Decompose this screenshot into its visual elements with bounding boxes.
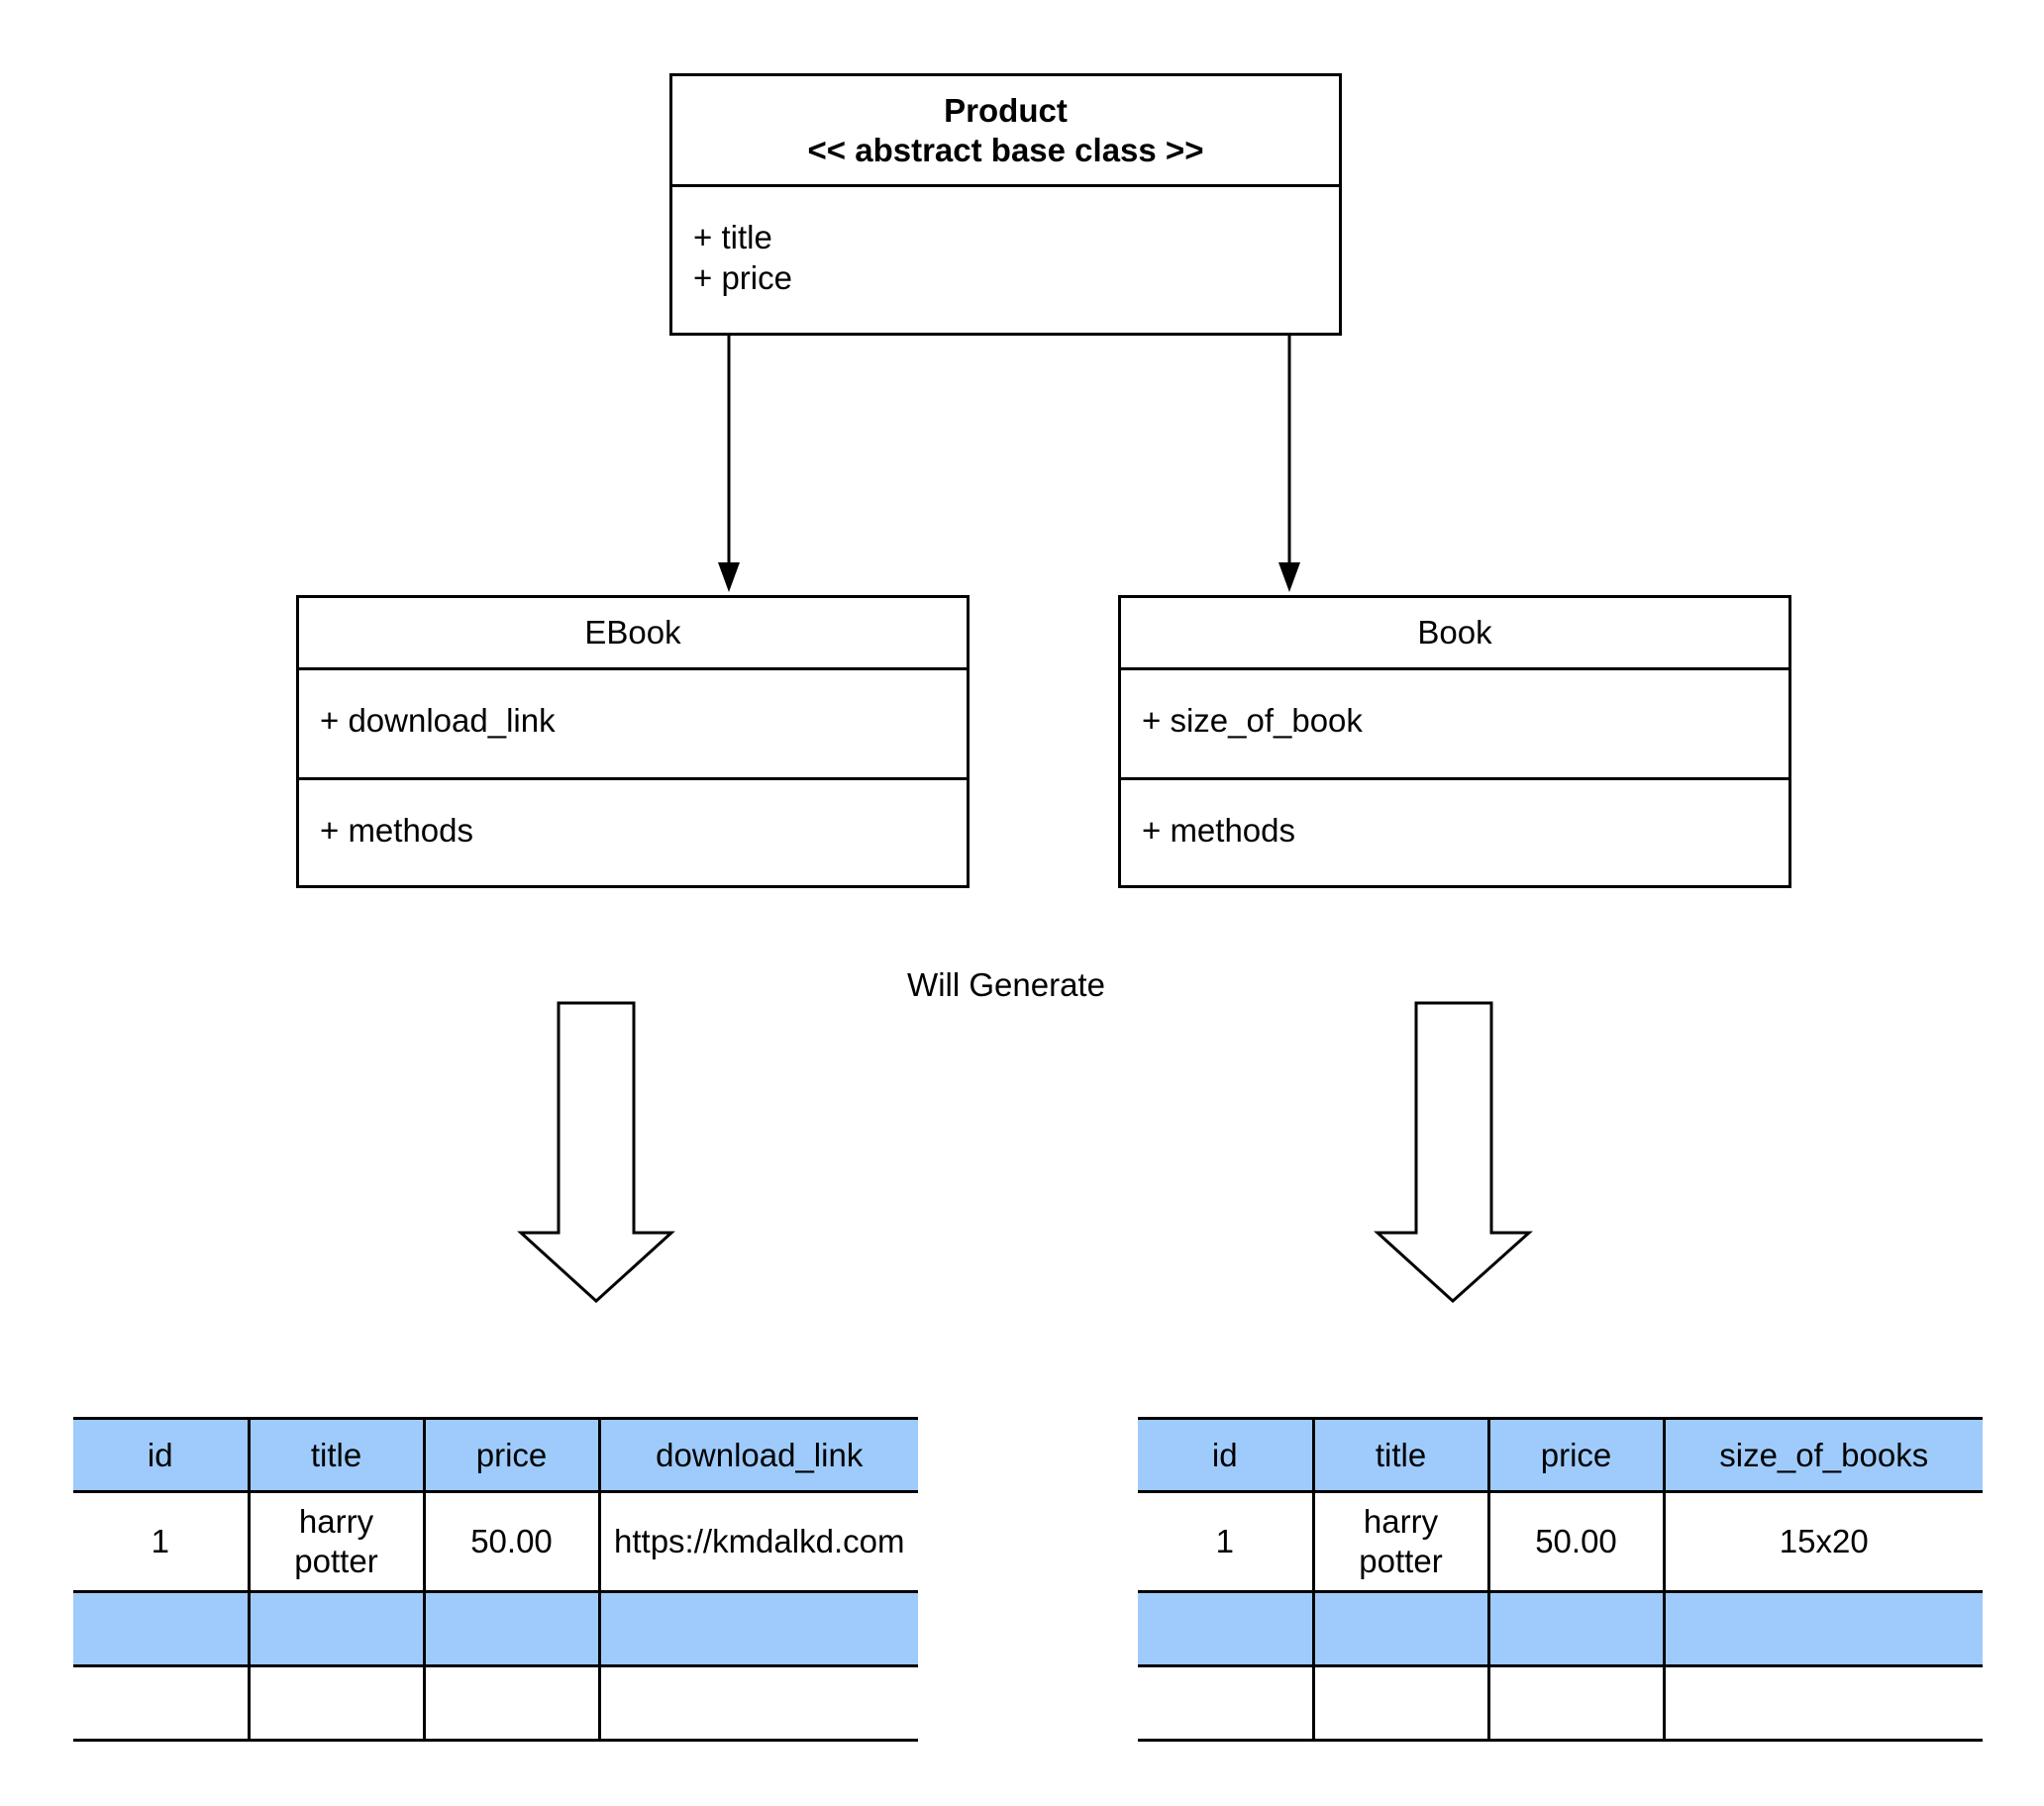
book-col-price: price xyxy=(1486,1417,1666,1493)
ebook-empty-cell xyxy=(247,1664,426,1742)
book-empty-cell xyxy=(1662,1664,1983,1742)
ebook-table-header-row: id title price download_link xyxy=(73,1417,918,1493)
generate-arrow-book xyxy=(1374,1001,1533,1304)
book-col-title: title xyxy=(1311,1417,1490,1493)
inheritance-arrow-ebook xyxy=(718,335,740,592)
table-row: 1 harry potter 50.00 https://kmdalkd.com xyxy=(73,1490,918,1593)
ebook-cell-title: harry potter xyxy=(247,1490,426,1593)
product-class-stereotype: << abstract base class >> xyxy=(807,131,1204,168)
book-cell-size-of-books: 15x20 xyxy=(1662,1490,1983,1593)
ebook-class-name: EBook xyxy=(584,614,681,651)
book-cell-id: 1 xyxy=(1138,1490,1315,1593)
ebook-col-id: id xyxy=(73,1417,251,1493)
ebook-empty-cell xyxy=(73,1590,251,1667)
generate-arrow-ebook xyxy=(517,1001,675,1304)
ebook-methods: + methods xyxy=(299,777,967,885)
book-col-id: id xyxy=(1138,1417,1315,1493)
book-empty-cell xyxy=(1311,1590,1490,1667)
product-class-box: Product << abstract base class >> + titl… xyxy=(669,73,1342,336)
book-table-header-row: id title price size_of_books xyxy=(1138,1417,1983,1493)
ebook-table: id title price download_link 1 harry pot… xyxy=(73,1417,918,1742)
ebook-empty-cell xyxy=(422,1664,601,1742)
book-table: id title price size_of_books 1 harry pot… xyxy=(1138,1417,1983,1742)
product-attribute-title: + title xyxy=(693,219,772,255)
ebook-methods-label: + methods xyxy=(320,812,474,849)
product-attributes: + title + price xyxy=(672,184,1339,333)
book-attribute-size-of-book: + size_of_book xyxy=(1142,702,1363,739)
ebook-cell-download-link: https://kmdalkd.com xyxy=(597,1490,918,1593)
book-cell-price: 50.00 xyxy=(1486,1490,1666,1593)
inheritance-arrow-book xyxy=(1278,335,1300,592)
will-generate-caption: Will Generate xyxy=(907,966,1105,1003)
book-col-size-of-books: size_of_books xyxy=(1662,1417,1983,1493)
book-cell-title: harry potter xyxy=(1311,1490,1490,1593)
ebook-attributes: + download_link xyxy=(299,667,967,777)
book-class-header: Book xyxy=(1121,598,1788,667)
ebook-cell-price: 50.00 xyxy=(422,1490,601,1593)
book-class-box: Book + size_of_book + methods xyxy=(1118,595,1791,888)
product-class-name: Product xyxy=(944,91,1068,129)
ebook-class-header: EBook xyxy=(299,598,967,667)
ebook-empty-cell xyxy=(597,1664,918,1742)
table-row: 1 harry potter 50.00 15x20 xyxy=(1138,1490,1983,1593)
ebook-attribute-download-link: + download_link xyxy=(320,702,556,739)
table-row xyxy=(1138,1664,1983,1742)
ebook-col-price: price xyxy=(422,1417,601,1493)
book-empty-cell xyxy=(1311,1664,1490,1742)
product-attribute-price: + price xyxy=(693,259,792,296)
book-methods-label: + methods xyxy=(1142,812,1296,849)
ebook-empty-cell xyxy=(422,1590,601,1667)
ebook-col-title: title xyxy=(247,1417,426,1493)
ebook-empty-cell xyxy=(73,1664,251,1742)
ebook-empty-cell xyxy=(247,1590,426,1667)
book-empty-cell xyxy=(1138,1664,1315,1742)
book-class-name: Book xyxy=(1417,614,1492,651)
book-empty-cell xyxy=(1486,1664,1666,1742)
table-row xyxy=(1138,1590,1983,1667)
book-methods: + methods xyxy=(1121,777,1788,885)
book-attributes: + size_of_book xyxy=(1121,667,1788,777)
book-empty-cell xyxy=(1486,1590,1666,1667)
table-row xyxy=(73,1664,918,1742)
book-empty-cell xyxy=(1138,1590,1315,1667)
product-class-header: Product << abstract base class >> xyxy=(672,76,1339,184)
ebook-col-download-link: download_link xyxy=(597,1417,918,1493)
table-row xyxy=(73,1590,918,1667)
ebook-cell-id: 1 xyxy=(73,1490,251,1593)
book-empty-cell xyxy=(1662,1590,1983,1667)
ebook-empty-cell xyxy=(597,1590,918,1667)
ebook-class-box: EBook + download_link + methods xyxy=(296,595,970,888)
